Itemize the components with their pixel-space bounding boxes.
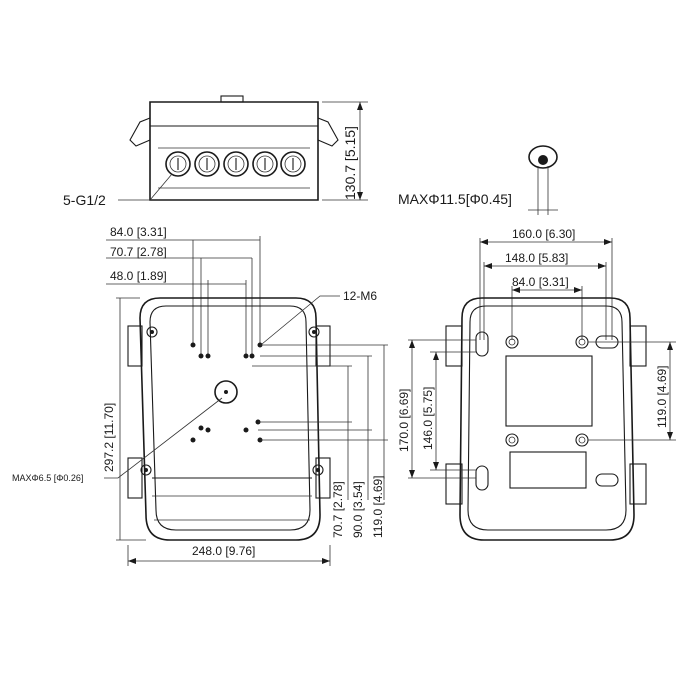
corner-screw [146, 326, 158, 338]
back-panel [505, 355, 593, 427]
back-view: 160.0 [6.30] 148.0 [5.83] 84.0 [3.31] [397, 227, 676, 541]
front-dim-48: 48.0 [1.89] [110, 269, 167, 283]
front-ear [315, 325, 331, 367]
center-hole-label: MAXΦ6.5 [Φ0.26] [12, 473, 83, 483]
back-outer-body [459, 297, 635, 541]
grommet-detail: MAXΦ11.5[Φ0.45] [398, 145, 558, 215]
corner-screw [308, 326, 320, 338]
front-dim-84: 84.0 [3.31] [110, 225, 167, 239]
inlet-label: 5-G1/2 [63, 192, 106, 208]
back-ear [629, 325, 647, 367]
screw-label: 12-M6 [343, 289, 377, 303]
grommet-hole [538, 155, 548, 165]
front-outer-body [139, 297, 321, 541]
screw-leader [261, 295, 340, 345]
front-width-dim: 248.0 [9.76] [192, 544, 255, 558]
back-ear [629, 463, 647, 505]
back-dim-84: 84.0 [3.31] [512, 275, 569, 289]
mount-hole [505, 433, 519, 447]
mount-slot [595, 473, 619, 487]
cable-inlets [165, 151, 306, 177]
front-ear [127, 457, 143, 499]
back-inner-body [467, 305, 627, 531]
back-vdim-170: 170.0 [6.69] [397, 389, 411, 452]
cable-inlet [280, 151, 306, 177]
arrow [357, 192, 363, 200]
grommet-body [528, 145, 558, 169]
back-dim-148: 148.0 [5.83] [505, 251, 568, 265]
center-hole [214, 380, 238, 404]
back-ear [445, 463, 463, 505]
center-hole-leader [104, 397, 223, 479]
left-ear [129, 117, 151, 147]
mount-hole [505, 335, 519, 349]
back-ear [445, 325, 463, 367]
front-vdim-90: 90.0 [3.54] [351, 481, 365, 538]
cable-inlet [252, 151, 278, 177]
front-view: 84.0 [3.31] 70.7 [2.78] 48.0 [1.89] [12, 225, 388, 566]
back-panel-small [509, 451, 587, 489]
front-dim-70: 70.7 [2.78] [110, 245, 167, 259]
front-vdim-70: 70.7 [2.78] [331, 481, 345, 538]
back-vdim-119: 119.0 [4.69] [655, 366, 669, 429]
cable-inlet [194, 151, 220, 177]
corner-screw [312, 464, 324, 476]
front-vdim-119: 119.0 [4.69] [371, 476, 385, 539]
top-nub [220, 95, 244, 103]
cable-inlet [223, 151, 249, 177]
back-vdim-146: 146.0 [5.75] [421, 387, 435, 450]
arrow [357, 102, 363, 110]
mount-slot [475, 331, 489, 357]
front-height-dim: 297.2 [11.70] [102, 403, 116, 472]
grommet-hole-dim: MAXΦ11.5[Φ0.45] [398, 191, 512, 207]
mount-hole [575, 433, 589, 447]
mount-slot [475, 465, 489, 491]
corner-screw [140, 464, 152, 476]
top-height-dim: 130.7 [5.15] [342, 126, 358, 200]
right-ear [317, 117, 339, 147]
cable-inlet [165, 151, 191, 177]
top-view: 5-G1/2 130.7 [5.15] [63, 95, 368, 208]
top-body [149, 101, 319, 201]
back-dim-160: 160.0 [6.30] [512, 227, 575, 241]
front-ear [315, 457, 331, 499]
front-ear [127, 325, 143, 367]
inlet-leader [118, 173, 173, 201]
front-inner-body [149, 305, 311, 531]
